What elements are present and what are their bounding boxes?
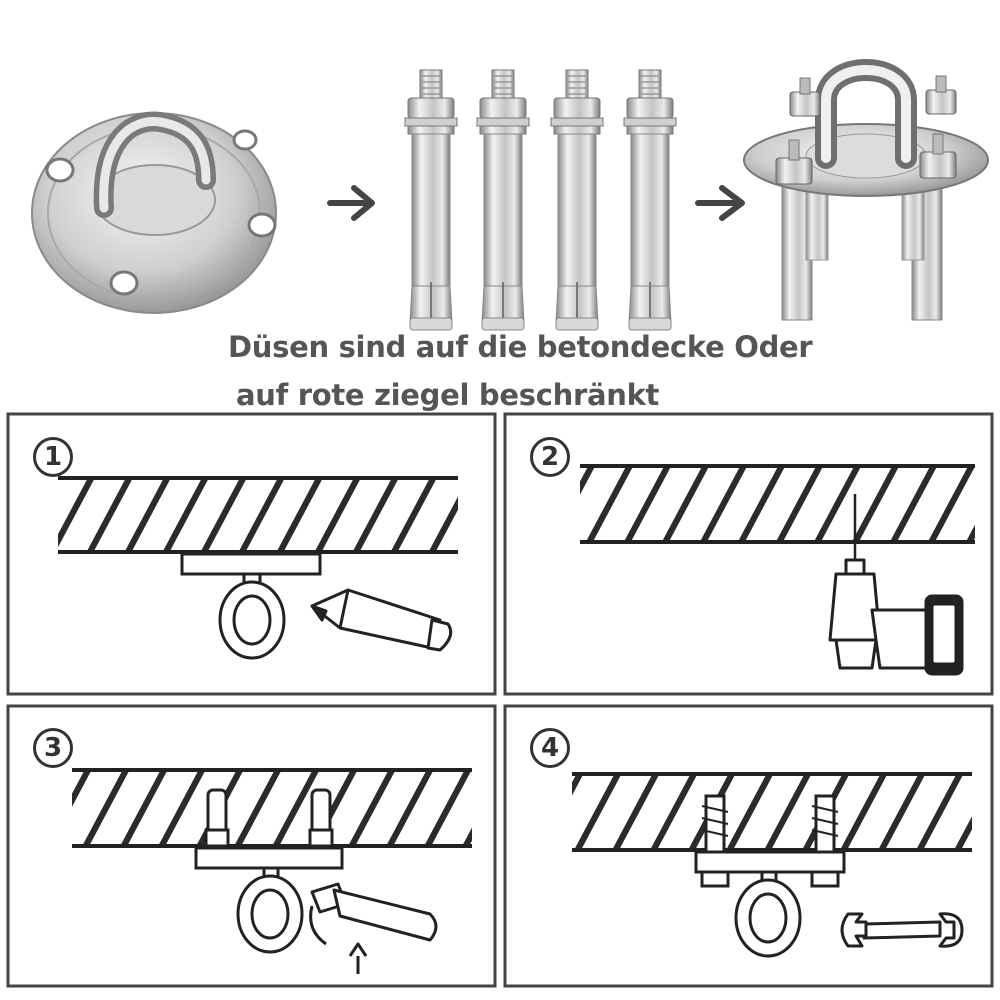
step-number-2: 2	[530, 437, 570, 477]
step-number-1: 1	[33, 437, 73, 477]
step-panel-2	[503, 412, 994, 696]
drill-icon	[828, 494, 964, 676]
step-panel-3	[6, 704, 497, 988]
ceiling-hatch	[572, 772, 972, 852]
ceiling-hatch	[580, 464, 975, 544]
eye-ring-icon	[218, 572, 286, 660]
wrench-icon	[840, 912, 964, 948]
step-panel-4	[503, 704, 994, 988]
eye-plate-product	[31, 111, 277, 314]
ceiling-hatch	[58, 476, 458, 554]
ceiling-hatch	[72, 768, 472, 848]
assembled-anchor-product	[743, 59, 989, 321]
step-number-4: 4	[530, 728, 570, 768]
expansion-bolts-product	[404, 69, 677, 331]
eye-ring-icon	[236, 866, 304, 954]
step-panel-1	[6, 412, 497, 696]
arrow-right-icon	[327, 185, 375, 221]
hammer-icon	[309, 882, 438, 974]
eye-ring-icon	[734, 870, 802, 958]
step-number-3: 3	[33, 728, 73, 768]
arrow-right-icon	[695, 185, 745, 221]
caption-line-1: Düsen sind auf die betondecke Oder	[228, 330, 813, 364]
caption-line-2: auf rote ziegel beschränkt	[236, 378, 660, 412]
pencil-icon	[310, 588, 453, 652]
